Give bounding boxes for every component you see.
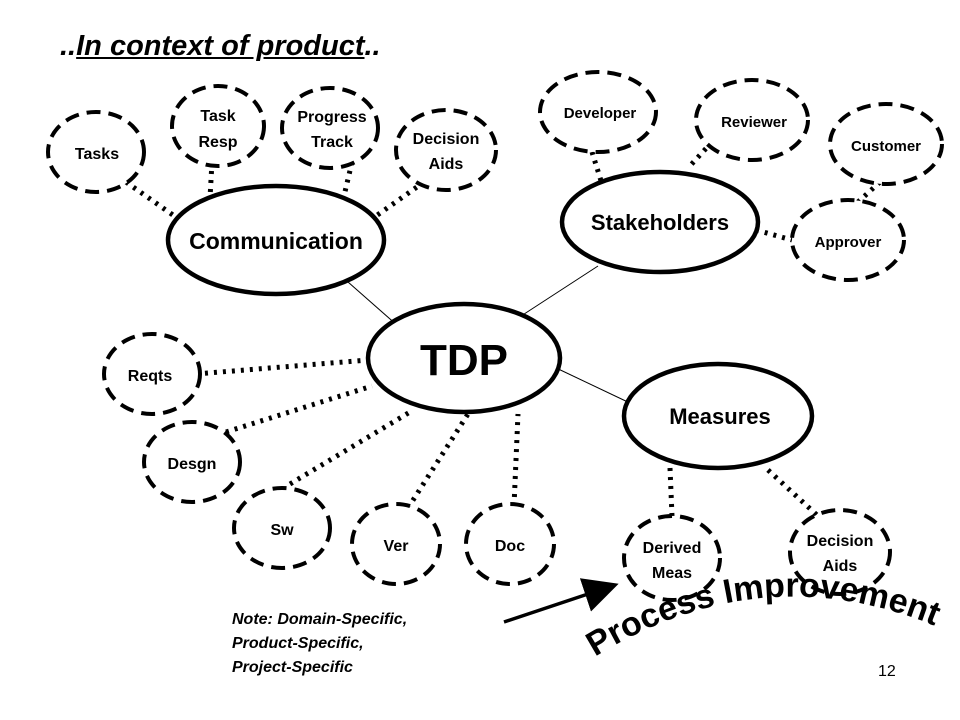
node-approver [790,198,906,282]
label-reviewer: Reviewer [721,114,787,131]
leaf-nodes [46,70,944,602]
node-ver [350,502,442,586]
dots-customer [856,180,882,204]
domain-note: Note: Domain-Specific, Product-Specific,… [232,608,407,680]
label-tdp: TDP [420,336,508,385]
label-comm-decision-1: Decision [413,131,480,148]
node-task-resp [170,84,266,168]
label-reqts: Reqts [128,368,173,385]
dots-reqts [195,357,369,377]
dots-task-resp [207,161,215,199]
node-tasks [46,110,146,194]
connector-tdp-measures [551,365,633,405]
node-stakeholders [559,169,761,275]
label-comm-decision-2: Aids [429,156,464,173]
dots-doc [511,413,521,507]
node-reviewer [694,78,810,162]
node-meas-decision-aids [788,508,892,596]
label-tasks: Tasks [75,146,119,163]
dots-progress-track [341,161,355,197]
label-task-resp-1: Task [200,108,235,125]
node-communication [165,183,387,297]
label-meas-decision-1: Decision [807,533,874,550]
dots-approver [755,227,793,243]
note-line-2: Product-Specific, [232,635,364,652]
title-suffix: .. [364,30,381,62]
label-customer: Customer [851,138,921,155]
label-meas-decision-2: Aids [823,558,858,575]
title-prefix: .. [60,30,77,62]
node-doc [464,502,556,586]
dots-derived-meas [667,467,675,517]
label-doc: Doc [495,538,525,555]
node-customer [828,102,944,186]
label-measures: Measures [669,404,771,429]
slide-title: ..In context of product.. [60,30,381,63]
primary-nodes [165,169,815,471]
label-developer: Developer [564,105,637,122]
note-line-3: Project-Specific [232,659,353,676]
label-communication: Communication [189,228,363,254]
connector-tdp-communication [347,281,399,327]
connector-tdp-stakeholders [517,265,599,319]
node-derived-meas [622,514,722,602]
dots-meas-decision-aids [766,468,820,518]
node-developer [538,70,658,154]
dots-developer [589,151,605,185]
label-approver: Approver [815,234,882,251]
dots-reviewer [686,140,714,170]
label-ver: Ver [384,538,409,555]
label-sw: Sw [270,522,294,539]
dots-comm-decision-aids [374,179,426,219]
node-tdp [365,301,563,415]
dots-ver [405,412,471,510]
note-arrow [503,578,619,624]
node-desgn [142,420,242,504]
label-progress-track-1: Progress [297,109,366,126]
node-progress-track [280,86,380,170]
note-line-1: Note: Domain-Specific, [232,611,408,628]
label-stakeholders: Stakeholders [591,210,729,235]
solid-connectors [347,265,633,405]
node-comm-decision-aids [394,108,498,192]
page-number: 12 [878,663,896,680]
label-derived-meas-1: Derived [643,540,702,557]
dots-sw [288,409,412,487]
label-task-resp-2: Resp [198,134,237,151]
label-desgn: Desgn [168,456,217,473]
node-sw [232,486,332,570]
dotted-connectors [124,140,882,518]
label-derived-meas-2: Meas [652,565,692,582]
dots-desgn [225,383,373,435]
title-main: In context of product [76,30,365,62]
node-measures [621,361,815,471]
label-progress-track-2: Track [311,134,353,151]
node-reqts [102,332,202,416]
dots-tasks [124,179,182,223]
